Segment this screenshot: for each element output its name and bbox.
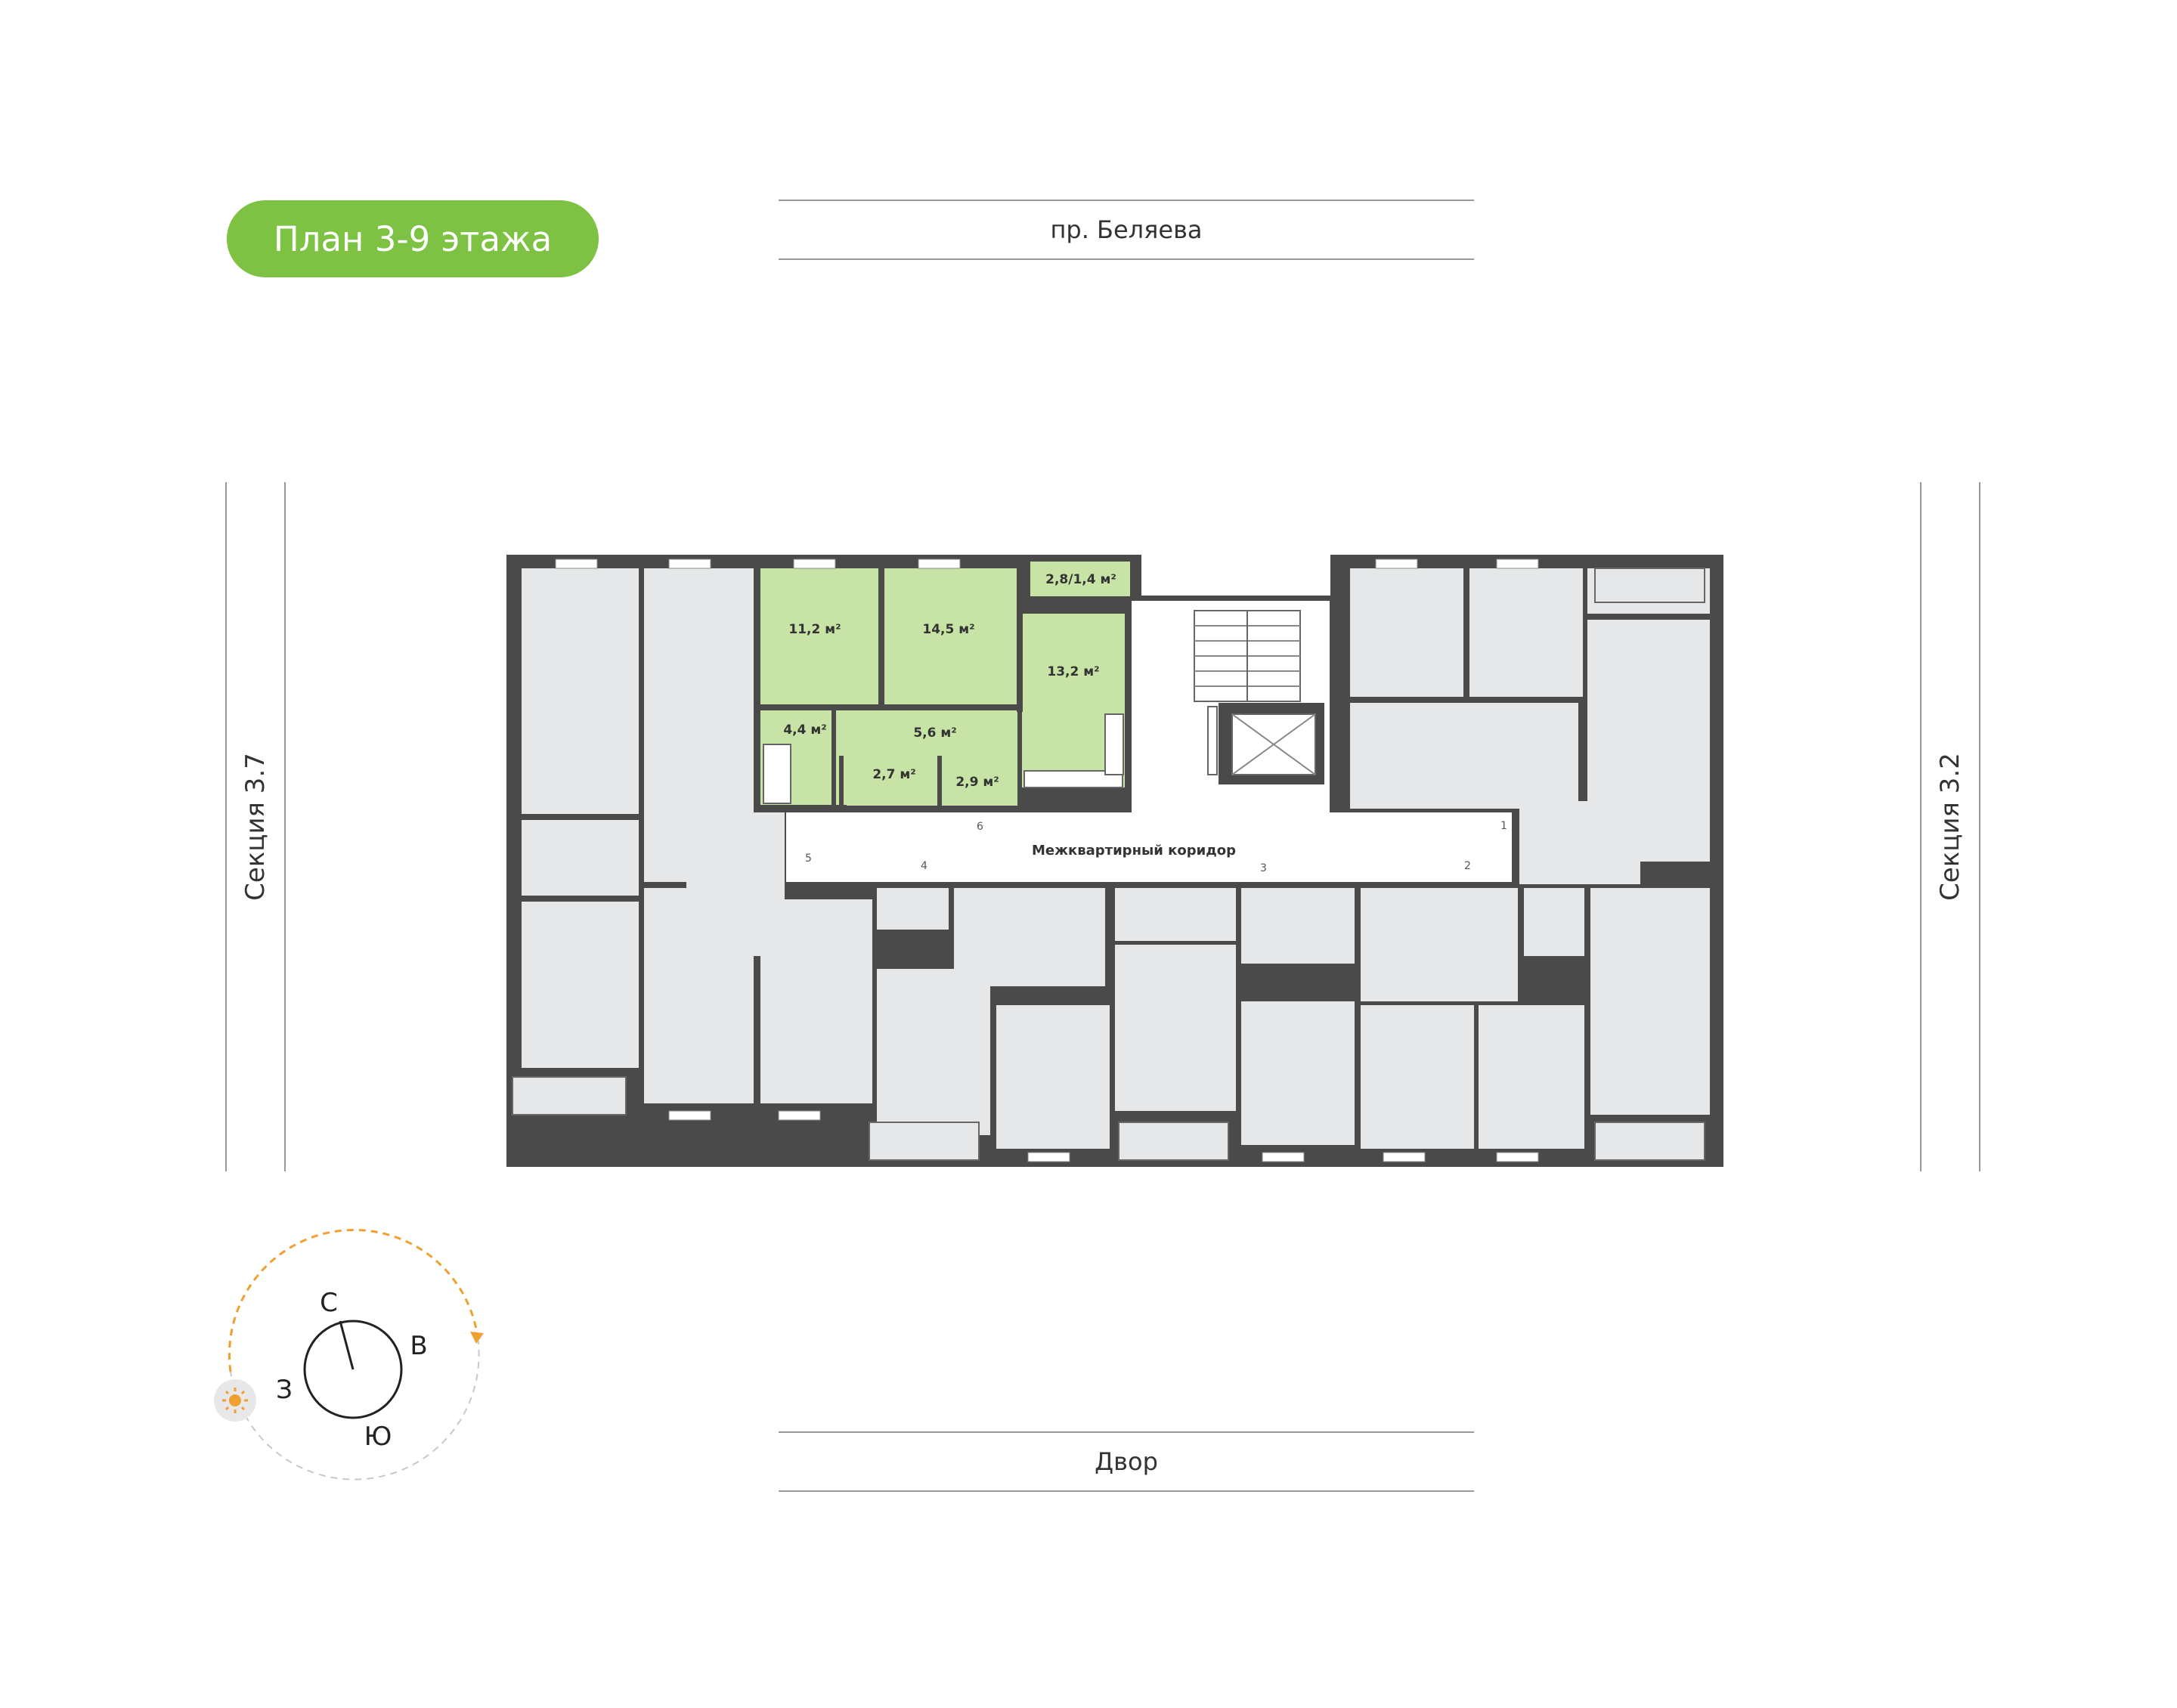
room	[1350, 568, 1463, 697]
balcony-area: 2,8/1,4 м²	[1045, 572, 1116, 587]
compass-needle	[339, 1320, 355, 1370]
room	[1361, 1005, 1474, 1149]
balcony	[869, 1122, 980, 1161]
staircase	[1194, 610, 1301, 702]
room	[1524, 888, 1584, 956]
corridor	[786, 812, 1512, 882]
street-name-top: пр. Беляева	[1050, 215, 1203, 244]
section-label-left: Секция 3.7	[225, 482, 286, 1171]
window	[793, 559, 836, 569]
sun-rays	[222, 1388, 248, 1413]
wc-area: 2,7 м²	[872, 767, 915, 782]
room-b-fill	[884, 568, 1017, 704]
window	[555, 559, 598, 569]
floor-title: План 3-9 этажа	[273, 218, 553, 259]
bathtub	[763, 744, 791, 804]
hall-area: 5,6 м²	[913, 726, 956, 741]
room	[1350, 703, 1578, 809]
balcony-fill	[1030, 562, 1130, 596]
window	[1027, 1152, 1070, 1162]
building	[506, 555, 1723, 1167]
sun-core	[229, 1394, 241, 1406]
room	[877, 969, 990, 1135]
arc-arrow-icon	[470, 1332, 484, 1344]
room	[1469, 568, 1583, 697]
room-a-area: 11,2 м²	[788, 622, 841, 637]
inner-wall	[1017, 568, 1023, 712]
compass: С В Ю З	[214, 1229, 484, 1481]
kitchen-area: 13,2 м²	[1047, 664, 1099, 679]
compass-west: З	[276, 1375, 293, 1405]
balcony	[1594, 568, 1705, 603]
street-label-top: пр. Беляева	[779, 200, 1474, 260]
window	[1262, 1152, 1305, 1162]
room	[954, 888, 1105, 986]
room	[877, 888, 949, 930]
compass-north: С	[320, 1288, 338, 1318]
storage-fill	[942, 756, 1017, 806]
room	[522, 902, 639, 1068]
room-a-fill	[760, 568, 878, 704]
room	[1241, 1001, 1355, 1145]
door-number-5: 5	[805, 852, 812, 865]
room-b-area: 14,5 м²	[922, 622, 974, 637]
window	[668, 1110, 711, 1121]
window	[1496, 559, 1539, 569]
door-number-2: 2	[1464, 860, 1471, 872]
bathroom-area: 4,4 м²	[783, 722, 826, 738]
sun-icon	[214, 1379, 256, 1422]
shaft-small	[1207, 706, 1218, 775]
window	[778, 1110, 821, 1121]
room	[644, 960, 754, 1103]
street-label-bottom: Двор	[779, 1431, 1474, 1492]
balcony	[1118, 1122, 1229, 1161]
inner-wall	[884, 704, 975, 709]
window	[918, 559, 961, 569]
inner-wall	[831, 710, 836, 805]
window	[1496, 1152, 1539, 1162]
room	[760, 899, 872, 1103]
balcony	[512, 1076, 627, 1115]
room	[1361, 888, 1518, 1001]
room	[996, 1005, 1110, 1149]
window	[668, 559, 711, 569]
wc-fill	[847, 756, 937, 806]
room	[1590, 888, 1710, 1115]
compass-south: Ю	[364, 1422, 392, 1452]
kitchen-counter	[1023, 770, 1123, 788]
window	[1375, 559, 1418, 569]
corridor-label: Межквартирный коридор	[1032, 843, 1236, 859]
room	[1519, 801, 1640, 884]
door-number-6: 6	[977, 821, 983, 833]
compass-east: В	[410, 1331, 427, 1361]
kitchen-counter	[1104, 713, 1124, 775]
lift-cross	[1231, 713, 1316, 775]
door-number-3: 3	[1260, 862, 1267, 874]
room	[522, 820, 639, 896]
inner-wall	[760, 704, 828, 709]
stair-notch	[1141, 555, 1330, 596]
street-name-bottom: Двор	[1095, 1447, 1158, 1476]
storage-area: 2,9 м²	[955, 775, 999, 790]
door-number-4: 4	[921, 860, 927, 872]
sun-arc	[228, 1229, 479, 1372]
inner-wall	[1022, 596, 1129, 602]
balcony	[1594, 1122, 1705, 1161]
section-label-right: Секция 3.2	[1920, 482, 1980, 1171]
room	[522, 568, 639, 814]
door-number-1: 1	[1500, 820, 1507, 832]
night-arc	[230, 1337, 480, 1481]
selected-apartment	[760, 562, 1130, 806]
inner-wall	[839, 756, 844, 805]
inner-wall	[937, 756, 942, 805]
room	[1241, 888, 1355, 964]
window	[1383, 1152, 1426, 1162]
room	[1115, 888, 1236, 941]
inner-wall	[878, 568, 884, 704]
room	[1115, 945, 1236, 1111]
room	[1479, 1005, 1584, 1149]
floor-title-badge: План 3-9 этажа	[227, 200, 599, 277]
